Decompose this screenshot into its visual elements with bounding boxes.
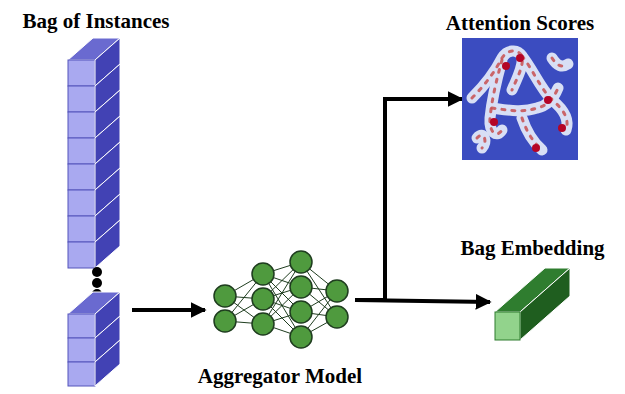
node-label: Attention Scores	[446, 11, 594, 35]
arrow-connector	[355, 300, 490, 302]
emb-art	[490, 263, 575, 343]
att-art	[462, 38, 578, 160]
arrow-connector	[355, 99, 462, 300]
bag-of-instances: Bag of Instances	[60, 36, 132, 388]
aggregator-model: Aggregator Model	[205, 244, 355, 362]
net-art	[205, 244, 355, 362]
node-label: Aggregator Model	[198, 364, 362, 388]
bag-art	[60, 36, 132, 388]
node-label: Bag of Instances	[22, 9, 169, 33]
attention-map: Attention Scores	[462, 38, 578, 160]
node-label: Bag Embedding	[460, 236, 604, 260]
bag-embedding: Bag Embedding	[490, 263, 575, 343]
arrow-connector	[132, 308, 205, 312]
